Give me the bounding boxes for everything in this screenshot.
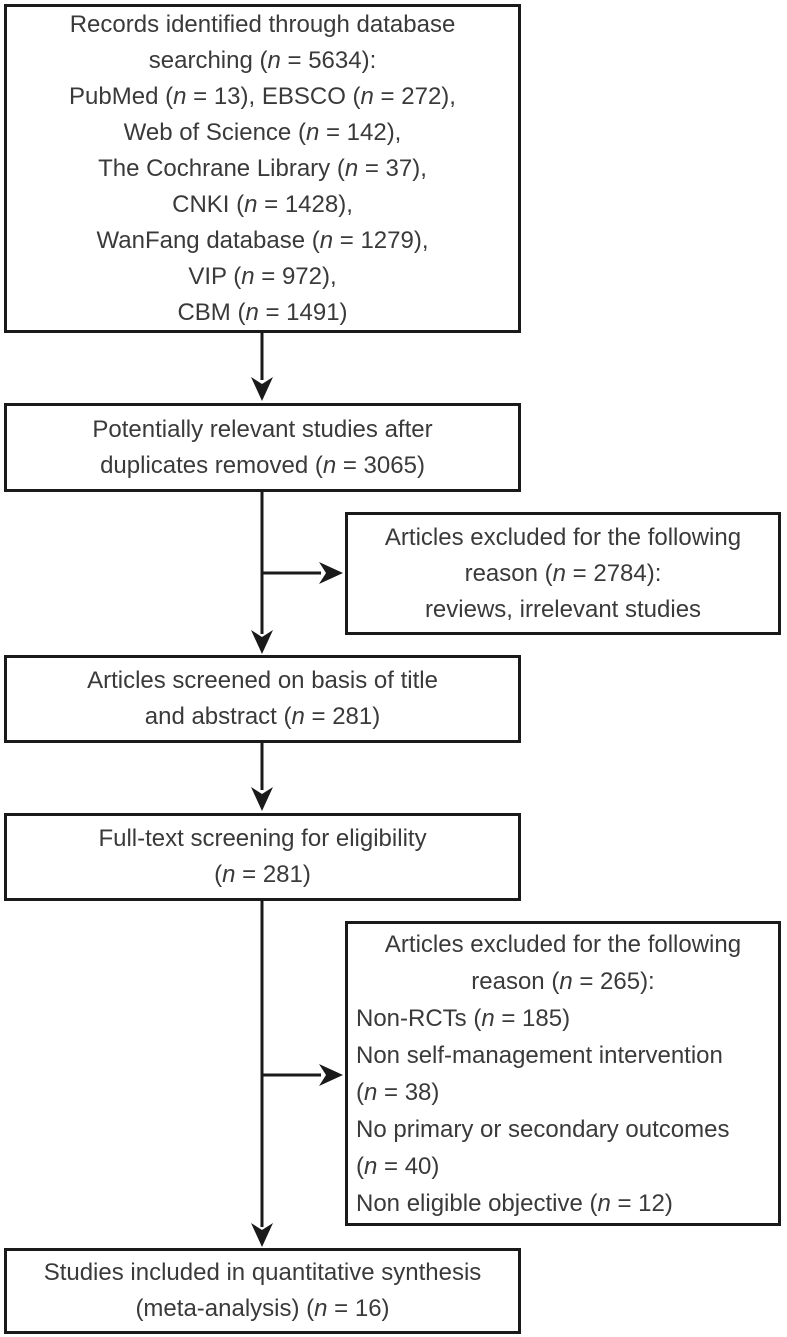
arrowhead-down-icon — [251, 630, 273, 654]
box-included-quantitative: Studies included in quantitative synthes… — [4, 1248, 521, 1334]
arrowhead-down-icon — [251, 1223, 273, 1247]
box-line: reason (n = 265): — [471, 967, 655, 995]
box-line: searching (n = 5634): — [148, 46, 377, 74]
box-line: Articles excluded for the following — [384, 930, 742, 958]
box-line: duplicates removed (n = 3065) — [100, 451, 425, 479]
box-line: CNKI (n = 1428), — [172, 190, 353, 218]
arrow-fulltext-to-included — [251, 901, 273, 1247]
box-duplicates-removed: Potentially relevant studies after dupli… — [4, 403, 521, 492]
box-line: Non eligible objective (n = 12) — [356, 1189, 673, 1217]
arrow-branch-to-excluded-fulltext — [262, 1064, 343, 1086]
box-line: Potentially relevant studies after — [92, 415, 433, 443]
box-line: CBM (n = 1491) — [177, 298, 348, 326]
box-excluded-after-screening: Articles excluded for the following reas… — [345, 512, 781, 635]
box-line: Articles screened on basis of title — [87, 667, 438, 694]
box-line: and abstract (n = 281) — [144, 703, 381, 730]
arrowhead-down-icon — [251, 377, 273, 401]
box-fulltext-screening: Full-text screening for eligibility (n =… — [4, 813, 521, 901]
box-line: reviews, irrelevant studies — [424, 595, 702, 623]
box-line: (n = 38) — [356, 1078, 440, 1106]
box-line: PubMed (n = 13), EBSCO (n = 272), — [69, 82, 456, 110]
box-line: Records identified through database — [69, 10, 456, 38]
box-line: VIP (n = 972), — [188, 262, 337, 290]
box-line: WanFang database (n = 1279), — [96, 226, 429, 254]
box-line: reason (n = 2784): — [464, 559, 662, 587]
box-line: (n = 281) — [214, 861, 311, 888]
box-excluded-after-fulltext: Articles excluded for the following reas… — [345, 921, 781, 1226]
exclusion-reason-list: Non-RCTs (n = 185) Non self-management i… — [348, 1000, 778, 1222]
arrowhead-right-icon — [319, 1064, 343, 1086]
arrow-records-to-dedup — [251, 333, 273, 401]
arrowhead-right-icon — [319, 562, 343, 584]
box-line: Full-text screening for eligibility — [98, 825, 427, 852]
box-line: Non-RCTs (n = 185) — [356, 1004, 571, 1032]
arrowhead-down-icon — [251, 787, 273, 811]
box-line: No primary or secondary outcomes — [356, 1115, 730, 1143]
box-line: (meta-analysis) (n = 16) — [135, 1295, 390, 1322]
box-line: The Cochrane Library (n = 37), — [98, 154, 427, 182]
arrow-screened-to-fulltext — [251, 743, 273, 811]
box-line: Articles excluded for the following — [384, 523, 742, 551]
arrow-dedup-to-screened — [251, 492, 273, 654]
box-line: Web of Science (n = 142), — [123, 118, 402, 146]
box-line: Non self-management intervention — [356, 1041, 723, 1069]
box-line: (n = 40) — [356, 1152, 440, 1180]
box-line: Studies included in quantitative synthes… — [43, 1259, 482, 1286]
arrow-branch-to-excluded-screening — [262, 562, 343, 584]
box-screened-title-abstract: Articles screened on basis of title and … — [4, 655, 521, 743]
box-records-identified: Records identified through database sear… — [4, 4, 521, 333]
